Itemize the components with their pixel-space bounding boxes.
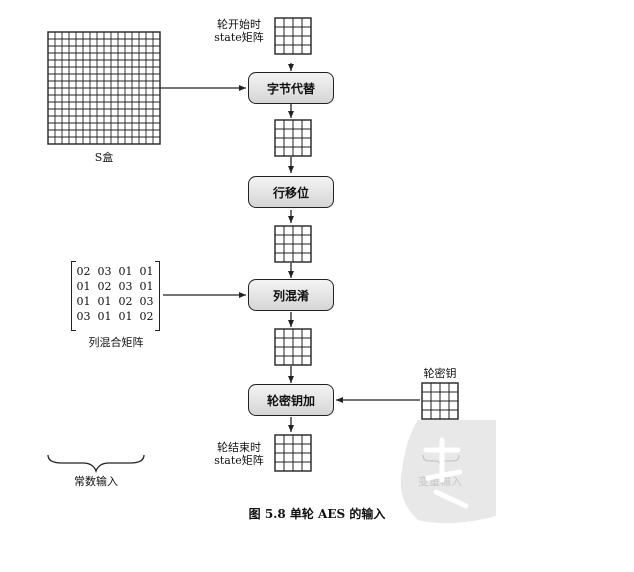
mix-matrix-cell: 01 bbox=[97, 310, 112, 323]
round-key-grid bbox=[421, 382, 459, 420]
figure-caption: 图 5.8 单轮 AES 的输入 bbox=[248, 507, 386, 521]
mix-matrix-cell: 01 bbox=[139, 280, 154, 293]
mix-matrix-row: 02 03 01 01 bbox=[73, 264, 157, 279]
mix-matrix-left-bracket bbox=[71, 261, 76, 331]
state-after-mixcolumns-grid bbox=[274, 328, 312, 366]
state-in-grid bbox=[274, 17, 312, 55]
sbox-label: S盒 bbox=[94, 151, 114, 164]
mix-matrix-cell: 01 bbox=[97, 295, 112, 308]
mix-matrix-cell: 01 bbox=[118, 265, 133, 278]
round-key-label: 轮密钥 bbox=[423, 367, 457, 380]
mix-matrix-cell: 01 bbox=[76, 295, 91, 308]
add-round-key-box: 轮密钥加 bbox=[248, 384, 334, 416]
mix-matrix-cell: 03 bbox=[97, 265, 112, 278]
mix-matrix-cell: 02 bbox=[97, 280, 112, 293]
state-after-shiftrows-grid bbox=[274, 225, 312, 263]
state-in-label-line2: state矩阵 bbox=[214, 31, 264, 44]
shift-rows-box: 行移位 bbox=[248, 176, 334, 208]
mix-matrix-cell: 01 bbox=[139, 265, 154, 278]
constant-input-brace bbox=[47, 454, 145, 473]
state-after-subbytes-grid bbox=[274, 119, 312, 157]
variable-input-label: 变量输入 bbox=[418, 475, 462, 488]
mix-matrix-cell: 02 bbox=[76, 265, 91, 278]
constant-input-label: 常数输入 bbox=[74, 475, 118, 488]
mix-matrix-cell: 01 bbox=[118, 310, 133, 323]
state-out-label-line2: state矩阵 bbox=[214, 454, 264, 467]
mix-matrix-right-bracket bbox=[155, 261, 160, 331]
sbox-grid bbox=[47, 31, 161, 145]
mix-matrix-cell: 03 bbox=[76, 310, 91, 323]
state-in-label-line1: 轮开始时 bbox=[217, 18, 261, 31]
mix-matrix-row: 01 01 02 03 bbox=[73, 294, 157, 309]
mix-matrix-label: 列混合矩阵 bbox=[88, 336, 144, 349]
mix-matrix-cell: 03 bbox=[139, 295, 154, 308]
mix-matrix-row: 01 02 03 01 bbox=[73, 279, 157, 294]
mix-matrix-row: 03 01 01 02 bbox=[73, 309, 157, 324]
sub-bytes-box: 字节代替 bbox=[248, 72, 334, 104]
mix-columns-matrix: 02 03 01 01 01 02 03 01 01 01 02 03 03 01 01 02 bbox=[73, 264, 157, 324]
mix-matrix-cell: 01 bbox=[76, 280, 91, 293]
state-out-grid bbox=[274, 434, 312, 472]
variable-input-brace bbox=[422, 454, 460, 468]
mix-columns-box: 列混淆 bbox=[248, 279, 334, 311]
mix-matrix-cell: 02 bbox=[118, 295, 133, 308]
state-out-label-line1: 轮结束时 bbox=[217, 441, 261, 454]
mix-matrix-cell: 02 bbox=[139, 310, 154, 323]
mix-matrix-cell: 03 bbox=[118, 280, 133, 293]
